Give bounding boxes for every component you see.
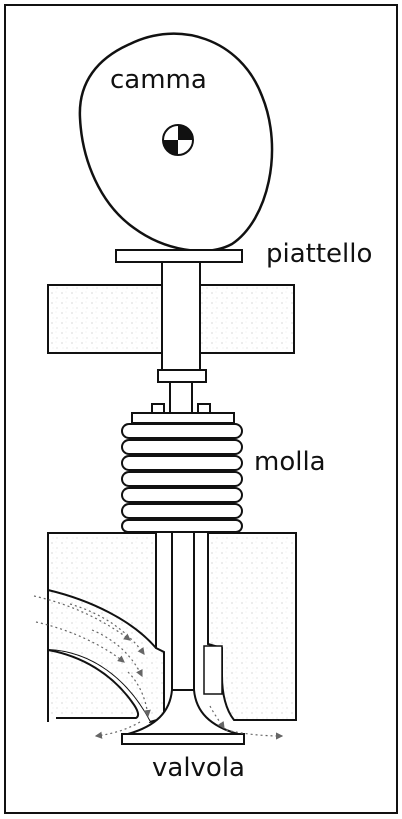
label-cam: camma <box>110 65 207 95</box>
intake-flow-arrows <box>33 595 284 740</box>
valve-stem-lower <box>171 531 195 693</box>
valve-face <box>121 733 245 745</box>
outer-frame <box>4 4 398 814</box>
spring <box>121 423 243 533</box>
collar <box>157 369 207 383</box>
valve <box>121 531 245 745</box>
label-spring: molla <box>254 447 326 477</box>
tappet-plate <box>115 249 243 263</box>
guide-block <box>47 284 295 354</box>
cylinder-head <box>47 532 297 724</box>
cam <box>78 32 274 253</box>
label-valve: valvola <box>152 753 245 783</box>
tappet-stem <box>161 261 201 371</box>
label-plate: piattello <box>266 239 372 269</box>
cam-center-symbol <box>162 124 194 156</box>
